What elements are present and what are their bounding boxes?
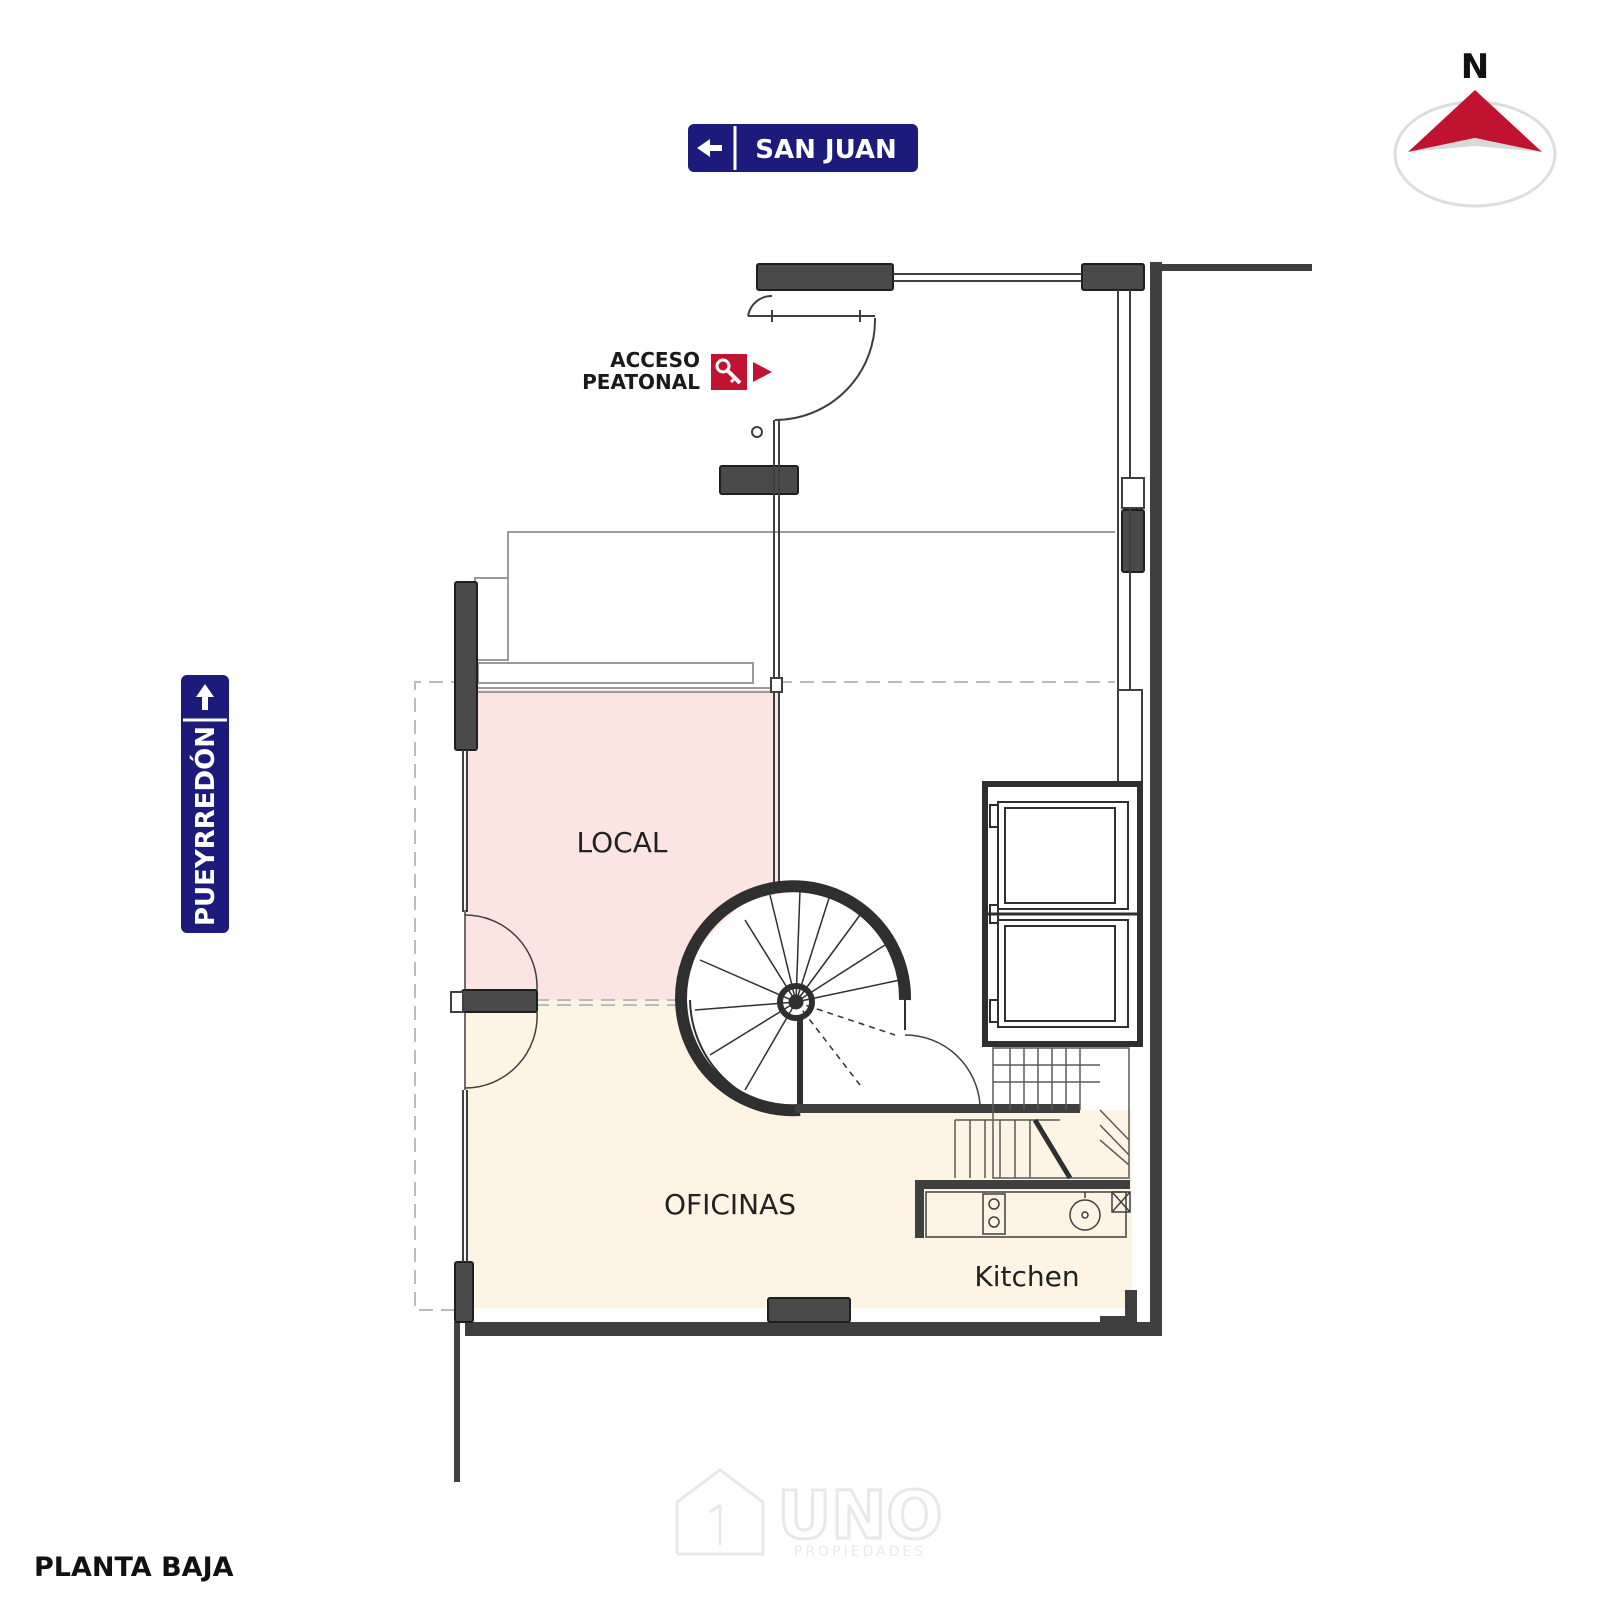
west-entry-doors <box>464 910 538 1090</box>
access-arrow-icon <box>753 362 772 382</box>
key-icon <box>711 354 747 390</box>
access-marker: ACCESO PEATONAL <box>582 348 772 394</box>
plan-title: PLANTA BAJA <box>34 1552 234 1583</box>
watermark-logo: UNO PROPIEDADES <box>675 1468 944 1560</box>
kitchen-counter <box>915 1180 1131 1238</box>
street-sign-pueyrredon: PUEYRREDÓN <box>181 675 229 933</box>
arrow-up-icon <box>196 684 214 710</box>
room-label-oficinas: OFICINAS <box>664 1188 796 1221</box>
stair-door <box>904 1034 981 1106</box>
patio-outline <box>474 531 1115 693</box>
straight-staircase <box>954 1047 1130 1180</box>
elevator-block <box>982 781 1143 1047</box>
west-glazing <box>450 750 468 1262</box>
pedestrian-entry-door <box>747 294 877 438</box>
room-label-local: LOCAL <box>577 826 668 859</box>
north-label: N <box>1461 47 1489 87</box>
sink-icon <box>1069 1192 1101 1231</box>
room-label-kitchen: Kitchen <box>974 1260 1079 1293</box>
spiral-staircase <box>675 880 912 1117</box>
street-sign-san-juan: SAN JUAN <box>688 124 918 172</box>
exterior-walls <box>454 262 1312 1482</box>
arrow-left-icon <box>697 139 722 157</box>
access-label-line2: PEATONAL <box>582 370 700 394</box>
property-boundary-dashed <box>414 681 1115 1311</box>
local-area <box>465 690 778 1000</box>
local-partition <box>770 420 783 882</box>
north-window <box>893 273 1082 282</box>
stair-partition-wall <box>795 1104 1080 1113</box>
north-indicator: N <box>1393 47 1557 208</box>
watermark-sub: PROPIEDADES <box>794 1544 926 1560</box>
street-name-san-juan: SAN JUAN <box>755 135 897 165</box>
access-label-line1: ACCESO <box>610 348 700 372</box>
street-name-pueyrredon: PUEYRREDÓN <box>189 726 221 926</box>
house-icon <box>675 1468 765 1556</box>
watermark-brand: UNO <box>778 1477 943 1554</box>
kitchen-area <box>915 1185 1130 1305</box>
